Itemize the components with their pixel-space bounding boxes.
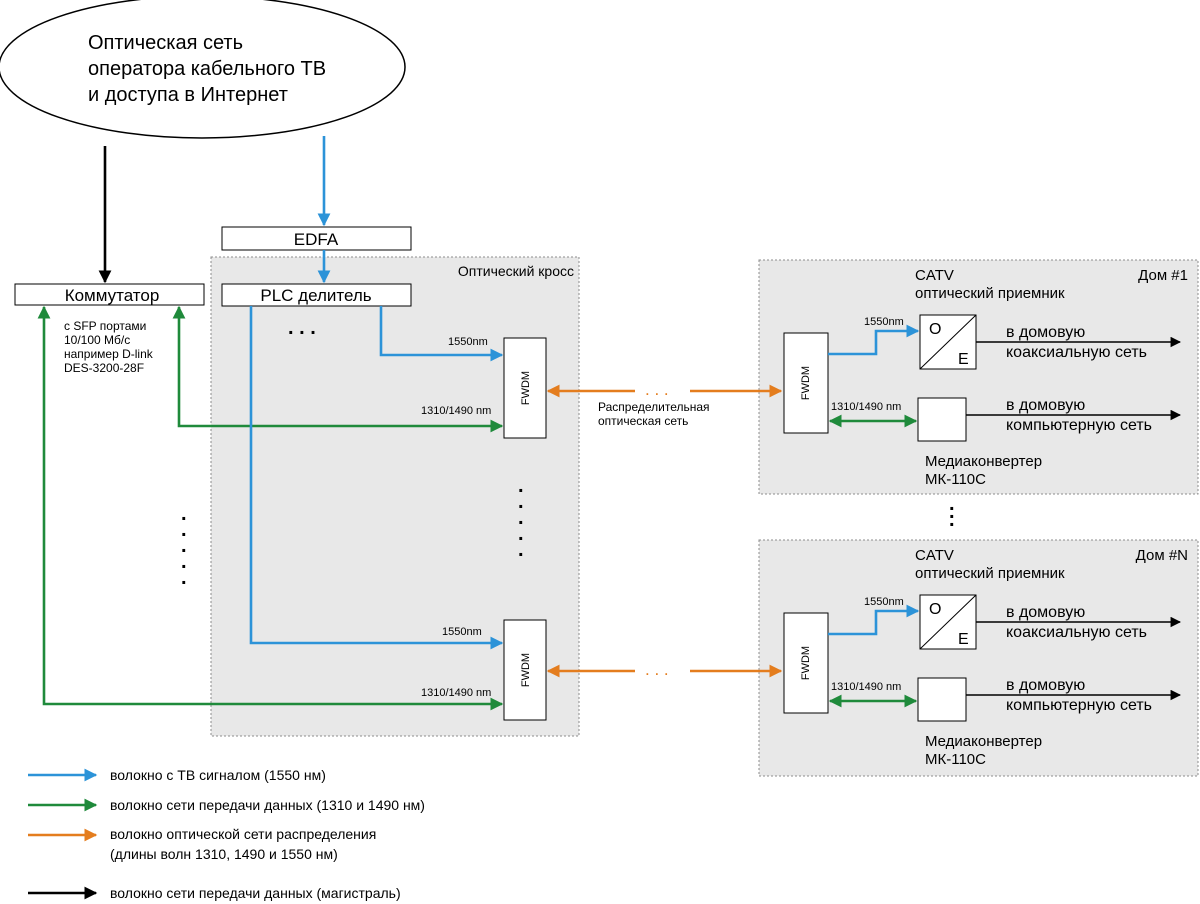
switch-note-2: 10/100 Мб/с: [64, 333, 130, 347]
media-converter-label-1: Медиаконвертер: [925, 733, 1042, 750]
lan-label-2: компьютерную сеть: [1006, 417, 1152, 434]
switch-note-3: например D-link: [64, 347, 154, 361]
plc-splitter-label: PLC делитель: [260, 286, 371, 305]
operator-network-cloud: [0, 0, 406, 139]
house-title: Дом #1: [1138, 267, 1188, 284]
house-n-zone: [758, 539, 1199, 777]
switch-note-4: DES-3200-28F: [64, 361, 144, 375]
fwdm-cross-top-label: FWDM: [520, 371, 532, 405]
house-lambda-tv: 1550nm: [864, 596, 904, 608]
switch-label: Коммутатор: [65, 286, 160, 305]
house-fwdm-label: FWDM: [800, 366, 812, 400]
coax-label-2: коаксиальную сеть: [1006, 624, 1147, 641]
media-converter-label-2: МК-110С: [925, 471, 986, 488]
lambda-data-bottom: 1310/1490 nm: [421, 687, 491, 699]
cloud-label-line2: оператора кабельного ТВ: [88, 58, 326, 80]
catv-label-1: CATV: [915, 267, 954, 284]
optical-cross-title: Оптический кросс: [458, 263, 574, 279]
optical-receiver-diagonal: [919, 594, 977, 650]
legend-distribution-label-2: (длины волн 1310, 1490 и 1550 нм): [110, 846, 338, 862]
fwdm-ellipsis-5: .: [518, 539, 524, 561]
lan-label-2: компьютерную сеть: [1006, 697, 1152, 714]
coax-label-2: коаксиальную сеть: [1006, 344, 1147, 361]
data-fiber-switch-to-fwdm-bottom: [37, 305, 504, 711]
optical-receiver-o: O: [929, 601, 941, 618]
distribution-dots-n: . . .: [645, 660, 669, 679]
catv-label-2: оптический приемник: [915, 565, 1065, 582]
media-converter-label-2: МК-110С: [925, 751, 986, 768]
lan-label-1: в домовую: [1006, 397, 1085, 414]
legend-tv-label: волокно с ТВ сигналом (1550 нм): [110, 767, 326, 783]
house-tv-fiber: [828, 604, 920, 636]
catv-label-1: CATV: [915, 547, 954, 564]
media-converter-box: [917, 397, 967, 442]
house-title: Дом #N: [1136, 547, 1188, 564]
fwdm-ellipsis-4: .: [518, 523, 524, 545]
lambda-tv-top: 1550nm: [448, 336, 488, 348]
edfa-box: [221, 226, 412, 251]
house-lambda-data: 1310/1490 nm: [831, 401, 901, 413]
house-fwdm-box: [783, 332, 829, 434]
fwdm-ellipsis-3: .: [518, 507, 524, 529]
edfa-label: EDFA: [294, 230, 339, 249]
cloud-label-line1: Оптическая сеть: [88, 32, 243, 54]
coax-label-1: в домовую: [1006, 604, 1085, 621]
houses-ellipsis-2: .: [949, 501, 955, 523]
switch-ports-ellipsis-3: .: [181, 535, 187, 557]
splitter-ellipsis: . . .: [288, 317, 316, 339]
coax-label-1: в домовую: [1006, 324, 1085, 341]
switch-ports-ellipsis-2: .: [181, 519, 187, 541]
media-converter-box: [917, 677, 967, 722]
lan-label-1: в домовую: [1006, 677, 1085, 694]
switch-ports-ellipsis: .: [181, 503, 187, 525]
house-lambda-data: 1310/1490 nm: [831, 681, 901, 693]
house-1-zone: [758, 259, 1199, 495]
optical-receiver-e: E: [958, 351, 969, 368]
distribution-dots-1: . . .: [645, 380, 669, 399]
house-fwdm-box: [783, 612, 829, 714]
optical-receiver-diagonal: [919, 314, 977, 370]
lambda-data-top: 1310/1490 nm: [421, 405, 491, 417]
legend-distribution-label-1: волокно оптической сети распределения: [110, 826, 376, 842]
switch-note-1: с SFP портами: [64, 319, 146, 333]
house-lambda-tv: 1550nm: [864, 316, 904, 328]
houses-ellipsis-3: .: [949, 509, 955, 531]
house-fwdm-label: FWDM: [800, 646, 812, 680]
fwdm-ellipsis: .: [518, 475, 524, 497]
distribution-label-1: Распределительная: [598, 400, 710, 414]
fwdm-ellipsis-2: .: [518, 491, 524, 513]
house-tv-fiber: [828, 324, 920, 356]
legend-trunk-label: волокно сети передачи данных (магистраль…: [110, 885, 401, 901]
optical-receiver-o: O: [929, 321, 941, 338]
switch-ports-ellipsis-4: .: [181, 551, 187, 573]
houses-ellipsis: .: [949, 493, 955, 515]
legend-data-label: волокно сети передачи данных (1310 и 149…: [110, 797, 425, 813]
fwdm-cross-bottom-label: FWDM: [520, 653, 532, 687]
catv-label-2: оптический приемник: [915, 285, 1065, 302]
media-converter-label-1: Медиаконвертер: [925, 453, 1042, 470]
fwdm-cross-bottom: [503, 619, 547, 721]
switch-ports-ellipsis-5: .: [181, 567, 187, 589]
optical-receiver-e: E: [958, 631, 969, 648]
switch-box: [14, 283, 205, 306]
distribution-label-2: оптическая сеть: [598, 414, 688, 428]
cloud-label-line3: и доступа в Интернет: [88, 84, 288, 106]
lambda-tv-bottom: 1550nm: [442, 626, 482, 638]
